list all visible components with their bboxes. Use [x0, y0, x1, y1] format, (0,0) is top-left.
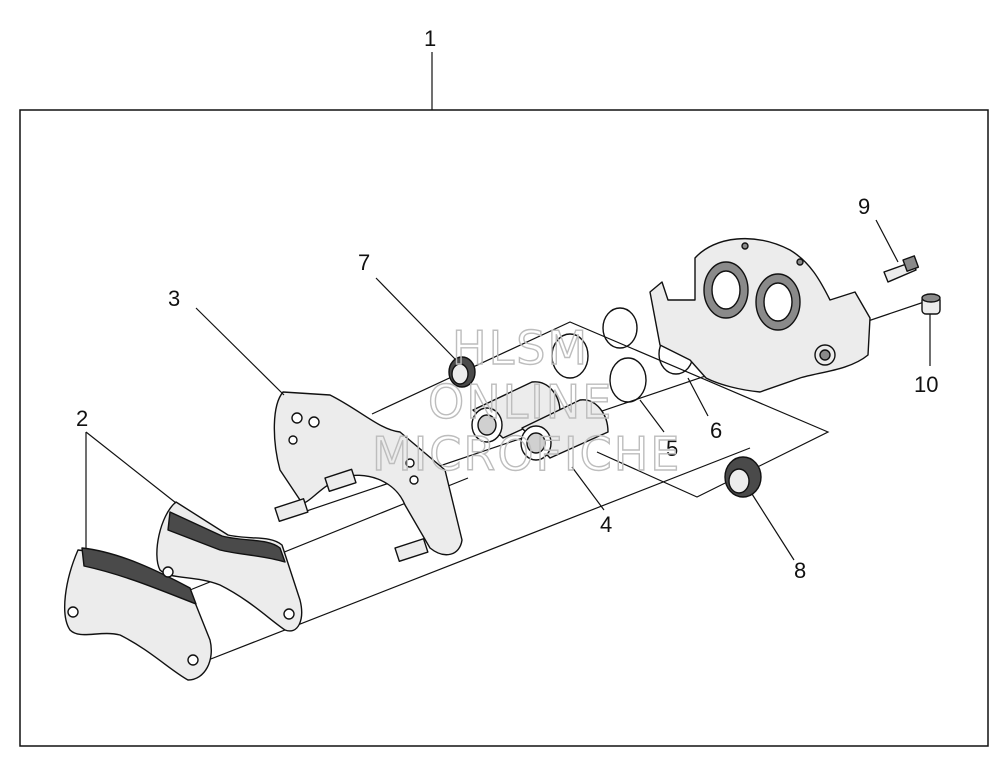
callout-2: 2	[76, 406, 88, 431]
leader-7	[375, 277, 457, 361]
callout-9: 9	[858, 194, 870, 219]
caliper-bracket	[273, 391, 463, 563]
callout-7: 7	[358, 250, 370, 275]
boot-lower	[724, 456, 762, 498]
leader-5	[639, 399, 665, 433]
leader-3	[195, 307, 285, 396]
leader-4	[571, 466, 605, 511]
watermark-line-2: ONLINE	[428, 375, 613, 429]
piston-upper	[471, 381, 561, 443]
callout-10: 10	[914, 372, 938, 397]
brake-pad-inner	[156, 501, 303, 632]
leader-6	[687, 377, 709, 417]
watermark-line-3: MICROFICHE	[372, 427, 681, 481]
bleeder-cap	[921, 293, 941, 315]
watermark-line-1: HLSM	[452, 321, 589, 375]
leader-2	[85, 431, 177, 548]
callout-6: 6	[710, 418, 722, 443]
assembly-frame	[19, 109, 989, 747]
piston-lower	[520, 399, 609, 461]
callout-8: 8	[794, 558, 806, 583]
brake-pad-outer	[64, 547, 212, 681]
callout-1: 1	[424, 26, 436, 51]
leader-8	[751, 493, 795, 561]
callout-5: 5	[666, 436, 678, 461]
bleeder-screw	[883, 255, 920, 283]
seal-ring-a	[551, 333, 647, 403]
callout-3: 3	[168, 286, 180, 311]
watermark: HLSM ONLINE MICROFICHE	[371, 320, 681, 481]
caliper-housing	[649, 238, 871, 393]
boot-upper	[448, 356, 476, 388]
leader-9	[875, 219, 899, 263]
callout-4: 4	[600, 512, 612, 537]
